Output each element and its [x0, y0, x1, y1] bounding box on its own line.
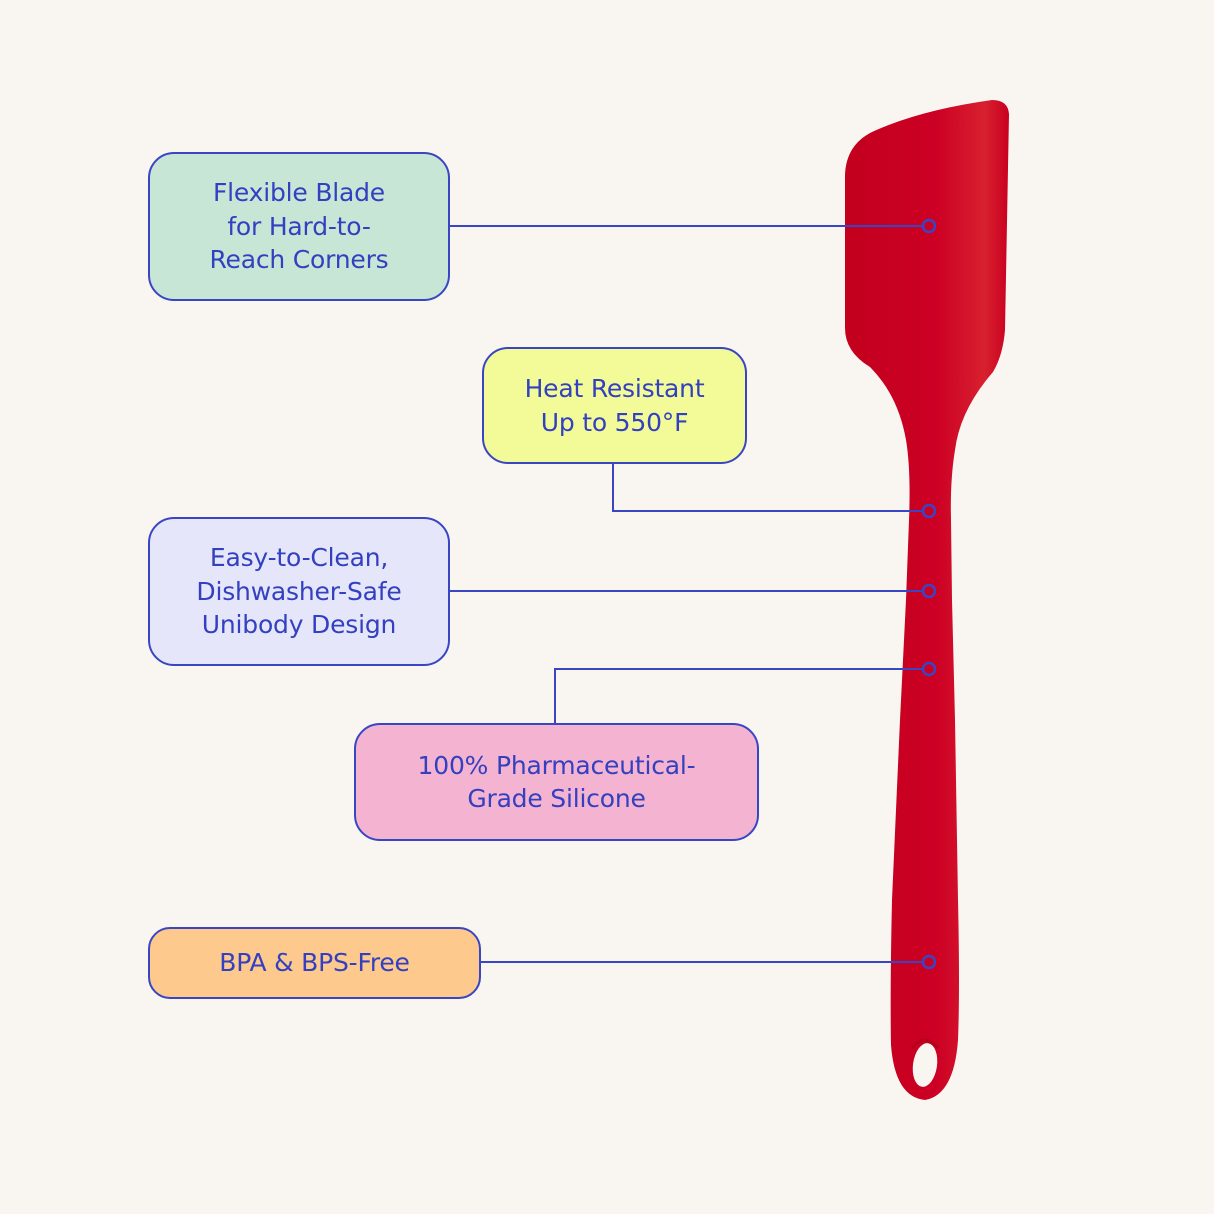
callout-pharmaceutical-silicone: 100% Pharmaceutical- Grade Silicone [354, 723, 759, 841]
anchor-dot-pharmaceutical-silicone [921, 661, 937, 677]
callout-heat-resistant-label: Heat Resistant Up to 550°F [524, 374, 705, 437]
callout-flexible-blade-label: Flexible Blade for Hard-to- Reach Corner… [209, 178, 389, 275]
hanging-hole [912, 1043, 938, 1087]
anchor-dot-flexible-blade [921, 218, 937, 234]
callout-heat-resistant: Heat Resistant Up to 550°F [482, 347, 747, 464]
connector-pharmaceutical-silicone [554, 668, 923, 723]
anchor-dot-heat-resistant [921, 503, 937, 519]
spatula-body [845, 100, 1009, 1100]
callout-easy-to-clean-label: Easy-to-Clean, Dishwasher-Safe Unibody D… [196, 543, 402, 640]
callout-flexible-blade: Flexible Blade for Hard-to- Reach Corner… [148, 152, 450, 301]
connector-heat-resistant [612, 464, 923, 512]
callout-easy-to-clean: Easy-to-Clean, Dishwasher-Safe Unibody D… [148, 517, 450, 666]
callout-bpa-free: BPA & BPS-Free [148, 927, 481, 999]
anchor-dot-easy-to-clean [921, 583, 937, 599]
anchor-dot-bpa-free [921, 954, 937, 970]
callout-bpa-free-label: BPA & BPS-Free [219, 948, 410, 978]
callout-pharmaceutical-silicone-label: 100% Pharmaceutical- Grade Silicone [417, 750, 696, 814]
